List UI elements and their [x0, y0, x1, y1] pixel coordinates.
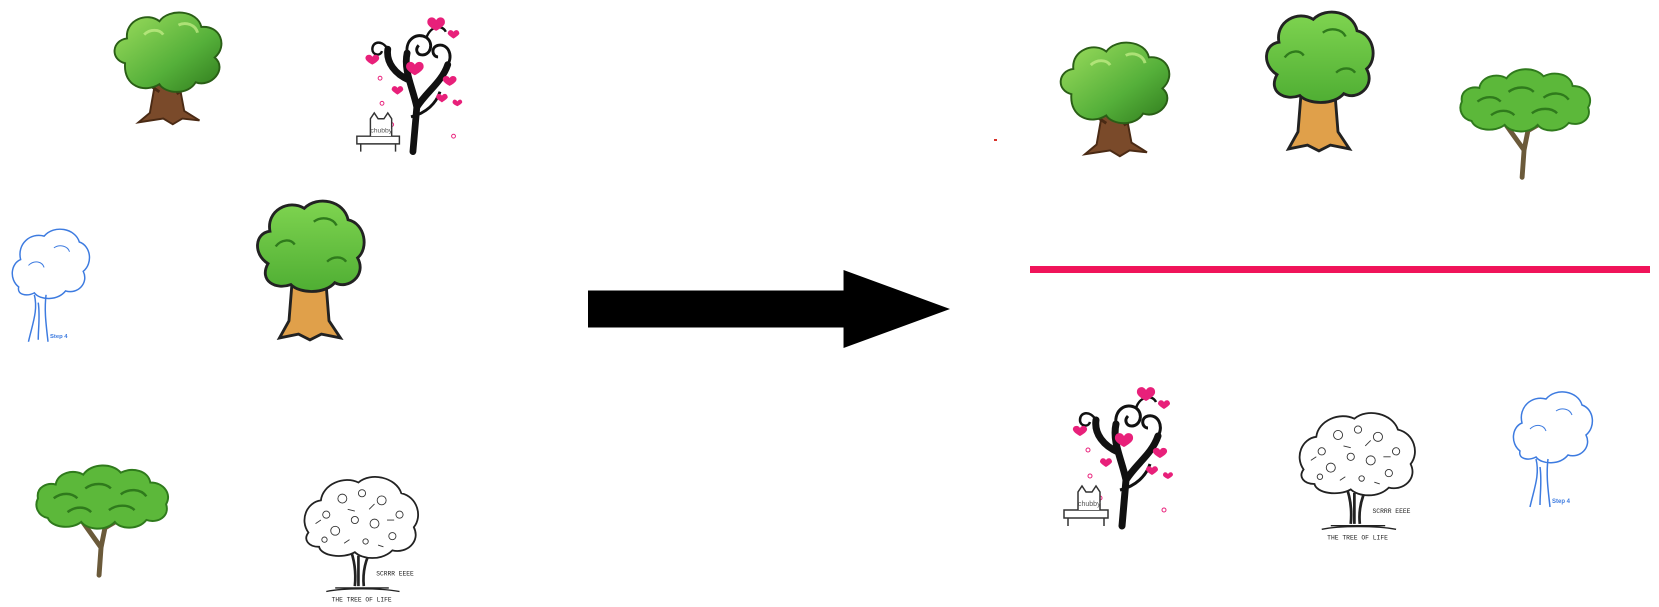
tree-of-life-bubble: SCRRR EEEE	[1373, 508, 1411, 515]
divider-line	[1030, 266, 1650, 273]
tree-of-life-caption: THE TREE OF LIFE	[1327, 534, 1388, 541]
red-speck	[994, 139, 997, 141]
round-green-tree-icon	[1254, 6, 1382, 168]
tree-of-life-sketch-icon: SCRRR EEEE THE TREE OF LIFE	[1298, 411, 1417, 541]
blue-tree-caption: Step 4	[1552, 499, 1571, 505]
heart-swirl-tree-icon: chubby	[1060, 378, 1180, 532]
blue-outline-tree-icon: Step 4	[1512, 391, 1594, 508]
blue-tree-caption: Step 4	[50, 334, 68, 340]
right-arrow-icon	[588, 270, 950, 348]
green-oak-tree-icon	[1048, 36, 1182, 162]
heart-swirl-tree-icon: chubby	[353, 10, 469, 156]
tree-of-life-bubble: SCRRR EEEE	[376, 570, 414, 577]
tree-of-life-caption: THE TREE OF LIFE	[332, 596, 392, 603]
acacia-tree-icon	[34, 456, 172, 580]
green-oak-tree-icon	[101, 6, 235, 130]
tree-of-life-sketch-icon: SCRRR EEEE THE TREE OF LIFE	[303, 475, 420, 603]
blue-outline-tree-icon: Step 4	[11, 228, 91, 343]
round-green-tree-icon	[246, 195, 372, 357]
heart-tree-signature: chubby	[1078, 501, 1101, 508]
heart-tree-signature: chubby	[370, 127, 392, 134]
acacia-tree-icon	[1458, 58, 1594, 184]
